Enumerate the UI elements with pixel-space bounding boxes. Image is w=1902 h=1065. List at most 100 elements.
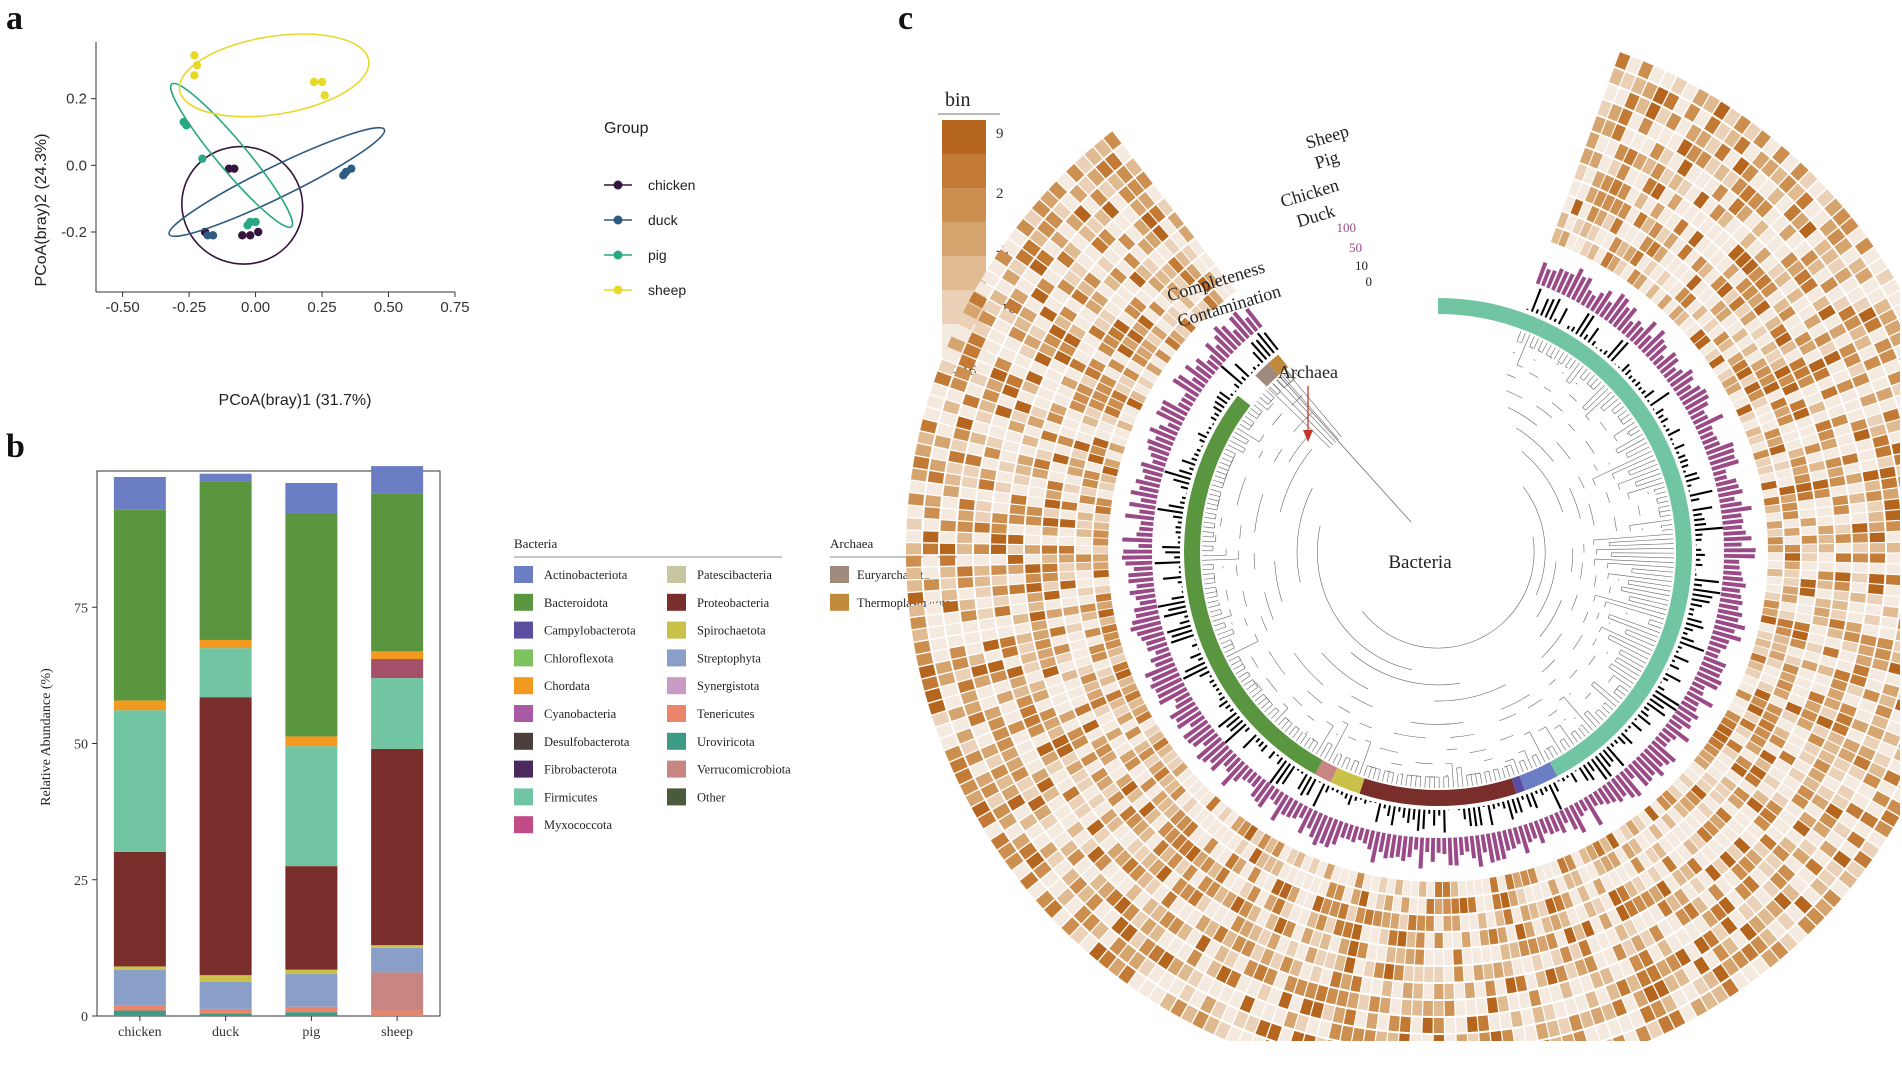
heatmap-cell <box>941 509 957 520</box>
contamination-bar <box>1458 809 1460 810</box>
heatmap-cell <box>1045 499 1061 509</box>
heatmap-cell <box>1851 583 1867 593</box>
tree-branch <box>1621 421 1624 425</box>
heatmap-cell <box>1812 616 1828 627</box>
heatmap-cell <box>1059 528 1074 537</box>
contamination-bar <box>1190 653 1201 659</box>
heatmap-cell <box>1015 464 1031 476</box>
heatmap-cell <box>1835 524 1850 533</box>
heatmap-cell <box>976 501 992 512</box>
heatmap-cell <box>923 407 940 422</box>
heatmap-cell <box>1046 490 1062 500</box>
heatmap-cell <box>1898 619 1900 631</box>
contamination-bar <box>1391 806 1396 825</box>
heatmap-cell <box>1411 1017 1422 1032</box>
contamination-bar <box>1692 593 1712 598</box>
contamination-bar <box>1336 789 1339 792</box>
completeness-bar <box>1724 554 1755 558</box>
heatmap-cell <box>937 423 954 437</box>
contamination-bar <box>1497 803 1500 807</box>
pcoa-point-pig <box>251 218 259 226</box>
tree-branch <box>1452 764 1454 788</box>
heatmap-cell <box>1387 1032 1399 1041</box>
contamination-bar <box>1653 408 1655 410</box>
contamination-bar <box>1687 617 1702 623</box>
pcoa-x-tick-label: 0.25 <box>307 299 336 316</box>
heatmap-cell <box>1444 984 1454 999</box>
heatmap-cell <box>1479 930 1489 946</box>
heatmap-cell <box>1094 522 1109 530</box>
contamination-bar <box>1554 318 1557 322</box>
heatmap-cell <box>962 621 978 633</box>
pcoa-legend-marker-pig <box>614 251 623 260</box>
heatmap-cell <box>1401 897 1410 913</box>
heatmap-cell <box>926 483 942 495</box>
tree-branch <box>1628 432 1630 436</box>
heatmap-cell <box>1483 963 1494 979</box>
tree-branch <box>1348 737 1356 740</box>
heatmap-cell <box>1509 942 1520 958</box>
contamination-bar <box>1553 782 1559 792</box>
contamination-bar <box>1693 513 1702 516</box>
tree-branch <box>1627 630 1657 642</box>
heatmap-cell <box>1453 932 1462 947</box>
pcoa-legend-marker-duck <box>614 216 623 225</box>
heatmap-cell <box>1375 894 1385 910</box>
tree-branch <box>1524 750 1532 768</box>
pcoa-x-tick-label: 0.75 <box>440 299 469 316</box>
heatmap-cell <box>1354 959 1365 975</box>
tree-branch <box>1628 580 1629 584</box>
tree-branch <box>1207 503 1218 505</box>
tree-branch <box>1590 387 1593 390</box>
heatmap-cell <box>1472 948 1482 964</box>
tree-branch <box>1212 485 1223 488</box>
contamination-bar <box>1422 810 1425 829</box>
tree-branch <box>1230 609 1232 615</box>
heatmap-cell <box>1355 1011 1367 1027</box>
heatmap-cell <box>963 465 979 477</box>
heatmap-cell <box>1886 564 1900 574</box>
heatmap-cell <box>1025 545 1040 554</box>
tree-branch <box>1586 416 1590 421</box>
pcoa-y-tick-label: -0.2 <box>61 224 87 241</box>
heatmap-cell <box>1376 946 1386 962</box>
contamination-bar <box>1234 390 1236 392</box>
heatmap-cell <box>1097 490 1113 500</box>
contamination-bar <box>1234 363 1249 377</box>
heatmap-cell <box>1329 1023 1342 1040</box>
tree-branch <box>1573 635 1582 649</box>
heatmap-cell <box>1812 479 1828 490</box>
heatmap-cell <box>1508 994 1520 1010</box>
contamination-bar <box>1261 744 1268 752</box>
heatmap-cell <box>1867 501 1883 512</box>
completeness-bar <box>1723 576 1743 582</box>
heatmap-cell <box>1025 555 1040 564</box>
contamination-bar <box>1473 807 1478 826</box>
tree-branch <box>1544 387 1551 391</box>
heatmap-cell <box>1488 929 1498 945</box>
legend-swatch-Desulfobacterota <box>514 733 533 750</box>
heatmap-cell <box>1462 932 1471 948</box>
contamination-bar <box>1171 596 1184 600</box>
tree-branch <box>1609 623 1610 625</box>
heatmap-cell <box>1478 913 1488 929</box>
heatmap-cell <box>1397 931 1406 947</box>
tree-branch <box>1638 506 1640 516</box>
tree-branch <box>1595 595 1665 614</box>
contamination-bar <box>1686 477 1700 483</box>
contamination-bar <box>1417 809 1421 831</box>
contamination-bar <box>1539 788 1544 795</box>
tree-branch <box>1628 482 1664 493</box>
heatmap-cell <box>1870 554 1885 563</box>
heatmap-cell <box>1455 983 1465 998</box>
heatmap-cell <box>1866 491 1882 502</box>
bar-segment-chicken-Proteobacteria <box>114 852 166 966</box>
tree-branch <box>1562 372 1564 373</box>
tree-branch <box>1205 587 1216 589</box>
heatmap-cell <box>1497 927 1508 943</box>
pcoa-point-duck <box>209 231 217 239</box>
legend-swatch-Bacteroidota <box>514 594 533 611</box>
heatmap-cell <box>1358 994 1370 1010</box>
heatmap-cell <box>924 579 940 591</box>
heatmap-cell <box>1497 996 1509 1012</box>
